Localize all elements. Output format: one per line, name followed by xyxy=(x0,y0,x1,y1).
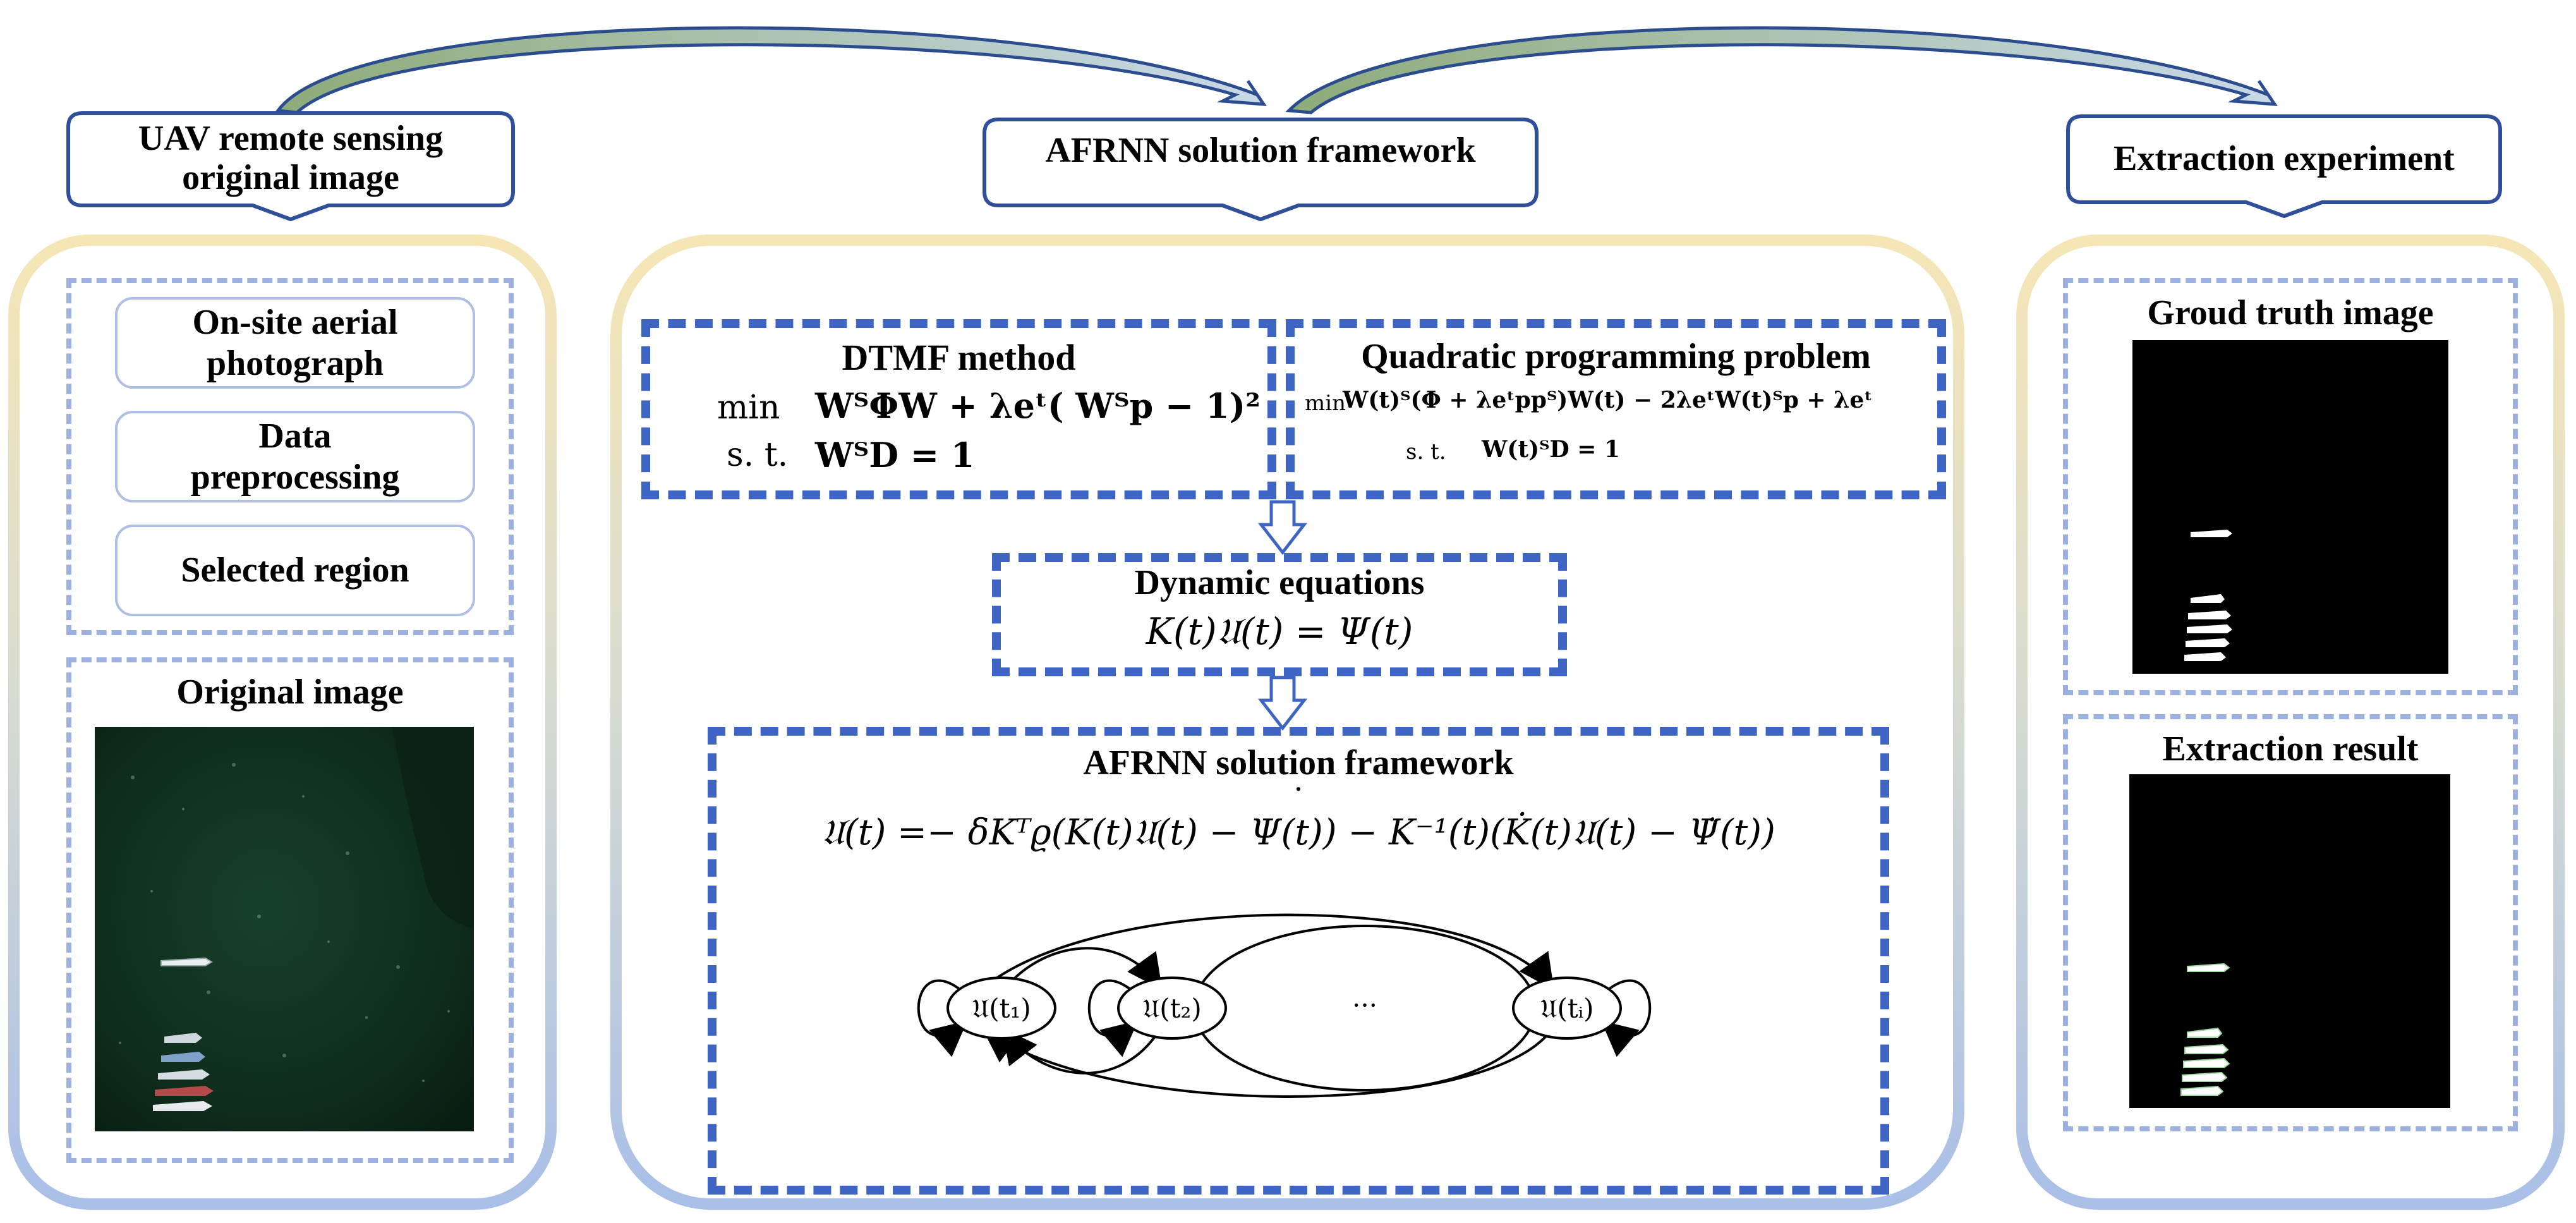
result-box xyxy=(2063,714,2518,1131)
down-arrow-2 xyxy=(1257,676,1308,731)
left-panel-frame xyxy=(8,234,557,1210)
dynamic-equations-box xyxy=(992,553,1567,676)
afrnn-box xyxy=(708,727,1889,1195)
down-arrow-1 xyxy=(1257,500,1308,556)
arrow-left-to-middle xyxy=(275,26,1267,114)
node-t1-label: 𝔘(t₁) xyxy=(972,993,1031,1024)
qp-box xyxy=(1286,319,1946,499)
dtmf-constraint: WᵀD = 1 xyxy=(815,435,975,475)
result-title: Extraction result xyxy=(2162,729,2419,769)
callout-left xyxy=(66,111,515,221)
dtmf-title: DTMF method xyxy=(842,337,1076,378)
callout-right xyxy=(2066,114,2502,218)
callout-right-text: Extraction experiment xyxy=(2113,139,2455,178)
state-graph: 𝔘(t₁) 𝔘(t₂) ··· 𝔘(tᵢ) xyxy=(917,913,1652,1098)
afrnn-title: AFRNN solution framework xyxy=(1083,743,1514,782)
afrnn-dot: . xyxy=(1293,763,1303,798)
arc-t2-t1-bottom xyxy=(1001,1027,1161,1074)
qp-title: Quadratic programming problem xyxy=(1361,337,1871,376)
node-ellipsis-label: ··· xyxy=(1352,990,1377,1021)
dtmf-objective-prefix: min xyxy=(717,389,780,427)
arc-t1-ti-top xyxy=(984,913,1554,990)
callout-middle xyxy=(983,118,1539,221)
callout-left-text: UAV remote sensing original image xyxy=(138,119,444,197)
original-image-title: Original image xyxy=(176,672,404,712)
dtmf-constraint-prefix: s. t. xyxy=(727,436,789,474)
node-ti-label: 𝔘(tᵢ) xyxy=(1540,993,1593,1024)
dynamic-equation: K(t)𝔘(t) = Ψ(t) xyxy=(1146,610,1413,653)
left-steps-box xyxy=(66,278,514,635)
right-panel-frame xyxy=(2016,234,2565,1210)
original-image xyxy=(95,727,474,1131)
qp-constraint: W(t)ᵀD = 1 xyxy=(1482,436,1620,463)
qp-constraint-prefix: s. t. xyxy=(1406,439,1446,465)
boat-single xyxy=(160,957,213,966)
self-loop-ti xyxy=(1600,979,1652,1057)
dynamic-title: Dynamic equations xyxy=(1134,563,1425,602)
node-t2-label: 𝔘(t₂) xyxy=(1142,993,1202,1024)
qp-objective: W(t)ᵀ(Φ + λeᵗppᵀ)W(t) − 2λeᵗW(t)ᵀp + λeᵗ xyxy=(1343,387,1873,413)
extraction-result-image xyxy=(2129,774,2450,1108)
afrnn-equation: 𝔘̇(t) =− δKᵀϱ(K(t)𝔘(t) − Ψ(t)) − K⁻¹(t)(… xyxy=(821,812,1775,853)
truth-box xyxy=(2063,278,2518,695)
node-t2 xyxy=(1117,977,1227,1040)
qp-objective-prefix: min xyxy=(1305,391,1346,416)
node-ti xyxy=(1512,977,1622,1040)
ground-truth-image xyxy=(2132,340,2448,674)
arrow-middle-to-right xyxy=(1285,26,2278,114)
top-flow-arrows xyxy=(275,26,2278,114)
self-loop-t2 xyxy=(1087,979,1139,1057)
arc-ti-t1-bottom xyxy=(981,1027,1552,1098)
boat-cluster xyxy=(153,1033,214,1111)
truth-title: Groud truth image xyxy=(2147,293,2434,332)
self-loop-t1 xyxy=(917,979,968,1057)
dtmf-box xyxy=(641,319,1276,499)
original-image-box xyxy=(66,657,514,1163)
middle-panel-frame xyxy=(610,234,1964,1210)
dtmf-objective: WᵀΦW + λeᵗ( Wᵀp − 1)² xyxy=(815,386,1261,426)
step-selected-region: Selected region xyxy=(115,525,475,616)
node-t1 xyxy=(946,977,1056,1040)
arc-t1-t2-top xyxy=(1003,947,1163,990)
callout-middle-text: AFRNN solution framework xyxy=(1045,131,1476,170)
